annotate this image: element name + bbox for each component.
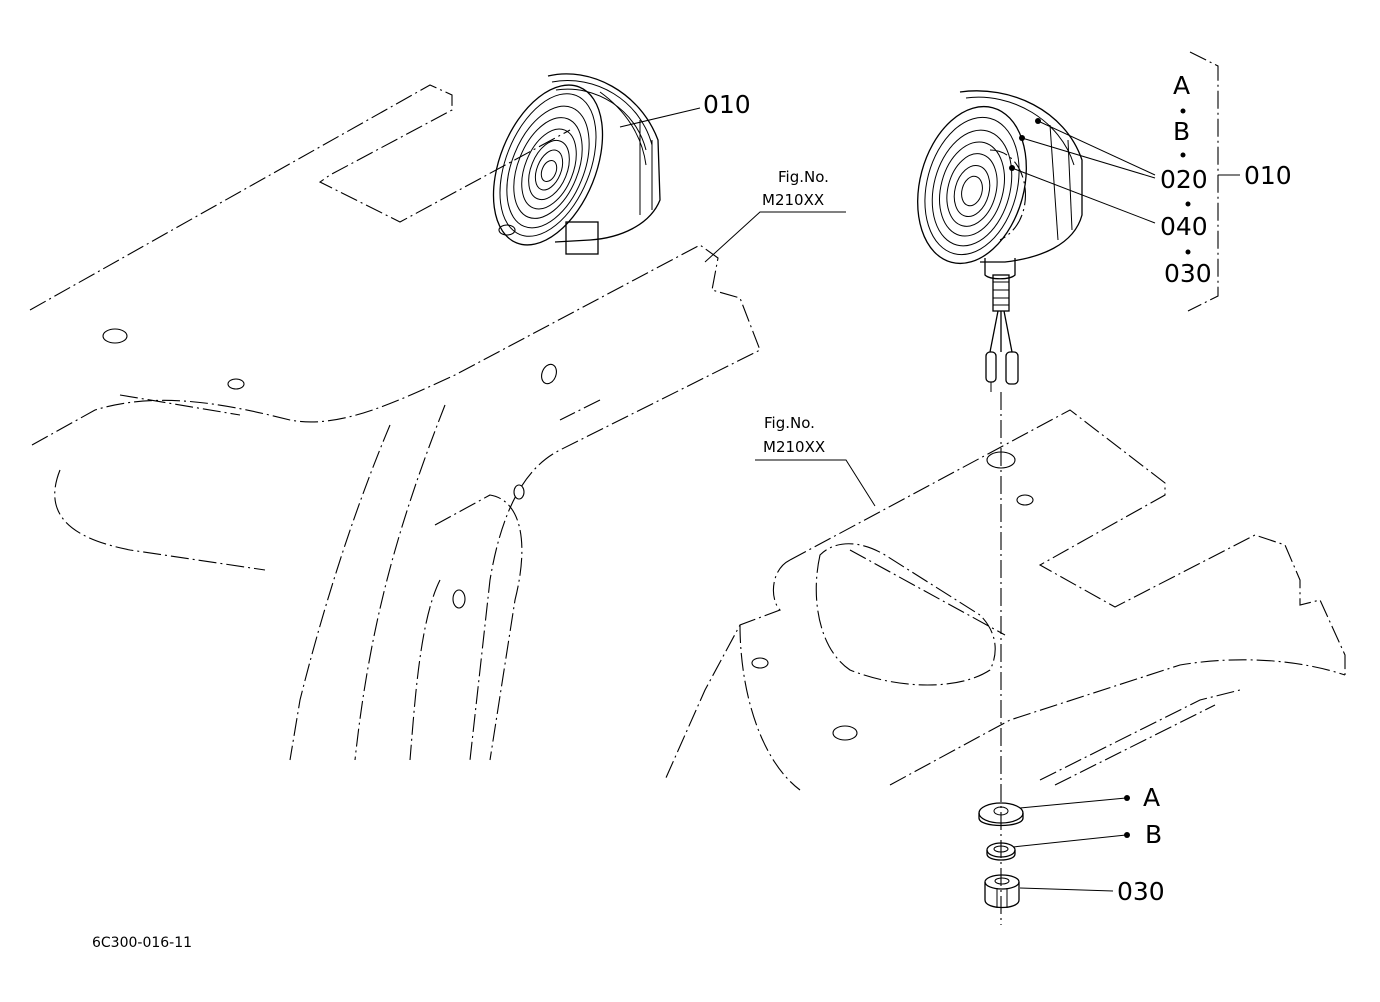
- figure-code: 6C300-016-11: [92, 935, 192, 951]
- stack-label-040: 040: [1160, 212, 1208, 241]
- hardware-label-A: A: [1143, 783, 1160, 812]
- left-work-lamp: [492, 73, 661, 255]
- right-callout-leaders: [1009, 118, 1156, 224]
- hardware-callouts: A B 030: [1012, 783, 1165, 906]
- right-figref-line2: M210XX: [763, 438, 825, 456]
- right-frame-outline: [664, 409, 1346, 791]
- right-bracket-stack: A B 020 040 030 010: [1160, 51, 1292, 312]
- right-leader-figref: [755, 459, 876, 507]
- hardware-label-030: 030: [1117, 877, 1165, 906]
- left-figref-line1: Fig.No.: [778, 168, 829, 186]
- right-frame-holes: [751, 451, 1034, 741]
- left-frame-outline: [29, 84, 761, 761]
- stack-label-B: B: [1173, 117, 1190, 146]
- nut-030: [984, 874, 1020, 909]
- hardware-label-B: B: [1145, 820, 1162, 849]
- left-label-010: 010: [703, 90, 751, 119]
- spring-washer-B: [986, 842, 1016, 861]
- stack-label-030: 030: [1164, 259, 1212, 288]
- stack-label-A: A: [1173, 71, 1190, 100]
- washer-A: [978, 802, 1024, 827]
- right-figref-line1: Fig.No.: [764, 414, 815, 432]
- left-frame-holes: [102, 224, 557, 609]
- bracket-label-010: 010: [1244, 161, 1292, 190]
- left-leader-figref: [704, 211, 846, 263]
- stack-label-020: 020: [1160, 165, 1208, 194]
- left-leader-010: [619, 107, 701, 128]
- right-work-lamp: [917, 90, 1083, 392]
- left-figref-line2: M210XX: [762, 191, 824, 209]
